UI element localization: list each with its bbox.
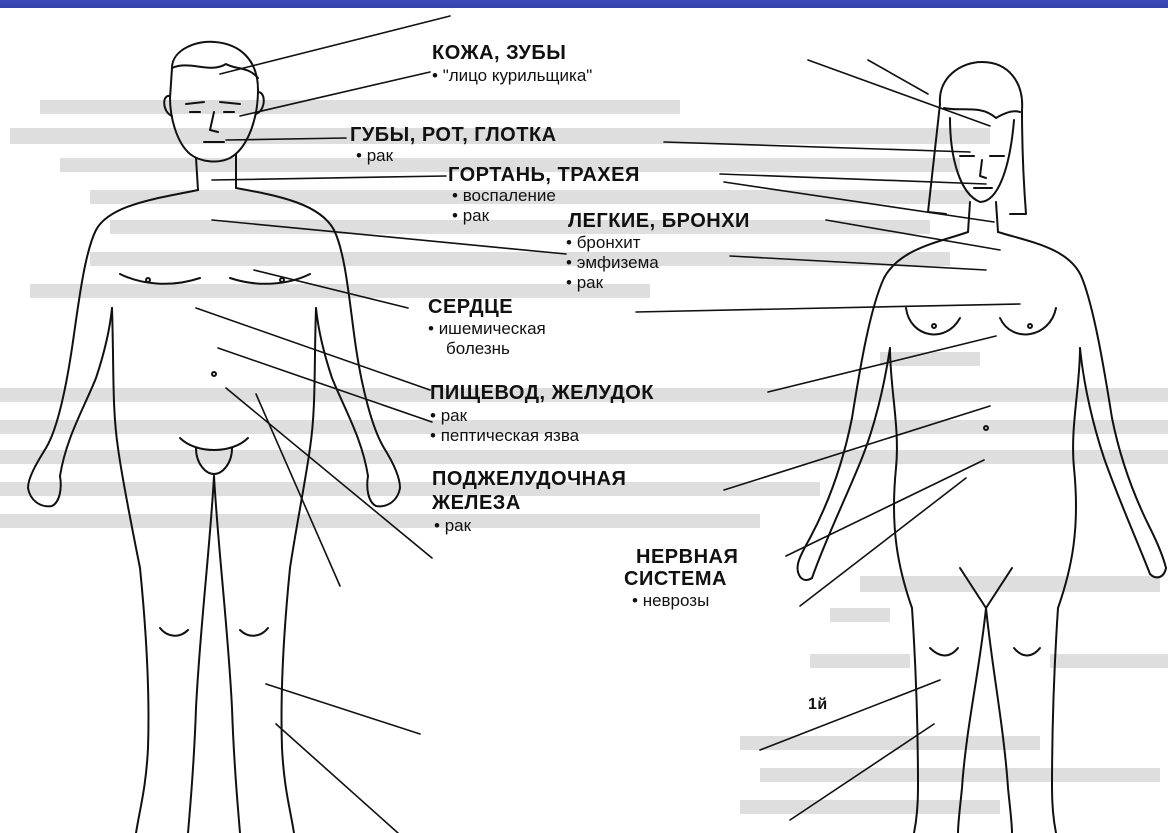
label-lungs-bronchi-title: ЛЕГКИЕ, БРОНХИ [568,210,750,233]
label-larynx-trachea-item-1: воспаление [452,186,556,206]
label-esophagus-stomach-item-1: рак [430,406,467,426]
label-heart-item-1: ишемическая [428,319,546,339]
label-larynx-trachea-title: ГОРТАНЬ, ТРАХЕЯ [448,164,640,187]
label-heart-item-2: болезнь [446,339,510,359]
label-nervous-system-title-2: СИСТЕМА [624,568,727,591]
label-larynx-trachea-item-2: рак [452,206,489,226]
label-lungs-bronchi-item-1: бронхит [566,233,641,253]
label-nervous-system-item: неврозы [632,591,709,611]
label-lungs-bronchi-item-3: рак [566,273,603,293]
label-pancreas-title-2: ЖЕЛЕЗА [432,492,521,515]
diagram-panel: КОЖА, ЗУБЫ "лицо курильщика" ГУБЫ, РОТ, … [0,8,1168,833]
label-esophagus-stomach-item-2: пептическая язва [430,426,579,446]
label-pancreas-title-1: ПОДЖЕЛУДОЧНАЯ [432,468,626,491]
label-lips-mouth-throat-item: рак [356,146,393,166]
label-esophagus-stomach-title: ПИЩЕВОД, ЖЕЛУДОК [430,382,654,405]
label-nervous-system-title-1: НЕРВНАЯ [636,546,738,569]
label-lips-mouth-throat-title: ГУБЫ, РОТ, ГЛОТКА [350,124,557,147]
male-figure [28,42,400,833]
label-lungs-bronchi-item-2: эмфизема [566,253,659,273]
label-skin-teeth-item: "лицо курильщика" [432,66,592,86]
label-heart-title: СЕРДЦЕ [428,296,513,319]
female-figure [798,62,1167,833]
stray-text: 1й [808,696,828,714]
anatomy-figures [0,8,1168,833]
label-pancreas-item: рак [434,516,471,536]
label-skin-teeth-title: КОЖА, ЗУБЫ [432,42,566,65]
